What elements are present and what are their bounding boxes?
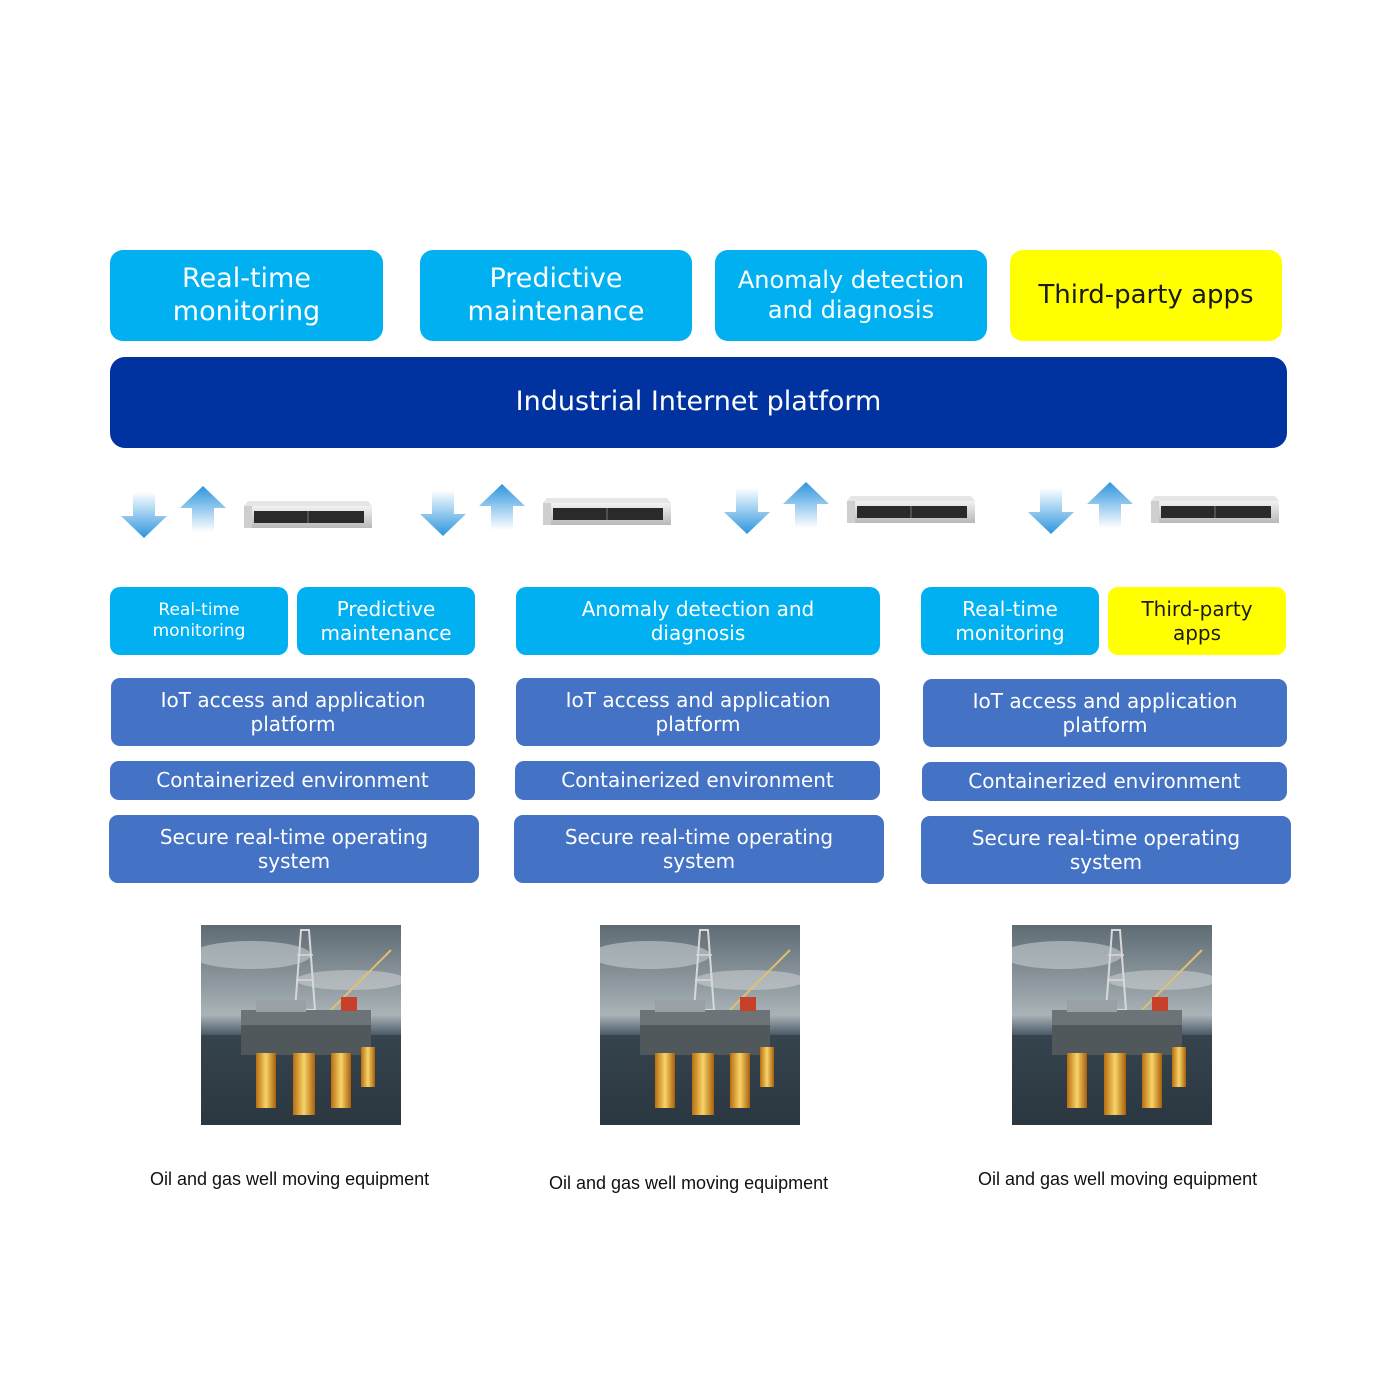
layer-label: Containerized environment (561, 768, 834, 793)
layer-label: Secure real-time operating system (971, 825, 1241, 874)
edge2-rtos-layer[interactable]: Secure real-time operating system (514, 815, 884, 883)
edge1-rtos-layer[interactable]: Secure real-time operating system (109, 815, 479, 883)
edge-app-label: Anomaly detection and diagnosis (581, 596, 815, 645)
platform-label: Industrial Internet platform (515, 386, 882, 418)
edge-app-label: Third-party apps (1141, 596, 1253, 645)
layer-label: Secure real-time operating system (564, 824, 834, 873)
industrial-internet-platform[interactable]: Industrial Internet platform (110, 357, 1287, 448)
down-arrow-icon (1028, 488, 1074, 534)
down-arrow-icon (420, 490, 466, 536)
down-arrow-icon (121, 492, 167, 538)
up-arrow-icon (1087, 482, 1133, 528)
equipment-caption: Oil and gas well moving equipment (150, 1169, 430, 1189)
edge1-iot-platform-layer[interactable]: IoT access and application platform (111, 678, 475, 746)
up-arrow-icon (479, 484, 525, 530)
up-arrow-icon (180, 486, 226, 532)
edge1-app-realtime-monitoring[interactable]: Real-time monitoring (110, 587, 288, 655)
offshore-rig-image (600, 925, 800, 1125)
top-app-realtime-monitoring[interactable]: Real-time monitoring (110, 250, 383, 341)
top-app-anomaly-detection[interactable]: Anomaly detection and diagnosis (715, 250, 987, 341)
rack-server-icon (1151, 496, 1279, 523)
top-app-predictive-maintenance[interactable]: Predictive maintenance (420, 250, 692, 341)
layer-label: Containerized environment (968, 769, 1241, 794)
equipment-caption: Oil and gas well moving equipment (549, 1173, 829, 1193)
edge2-iot-platform-layer[interactable]: IoT access and application platform (516, 678, 880, 746)
rack-server-icon (543, 498, 671, 525)
edge-app-label: Real-time monitoring (955, 596, 1065, 645)
layer-label: IoT access and application platform (972, 688, 1238, 737)
edge-app-label: Real-time monitoring (152, 600, 246, 641)
edge3-app-third-party[interactable]: Third-party apps (1108, 587, 1286, 655)
rack-server-icon (847, 496, 975, 523)
top-app-third-party[interactable]: Third-party apps (1010, 250, 1282, 341)
edge1-container-layer[interactable]: Containerized environment (110, 761, 475, 800)
top-app-label: Predictive maintenance (467, 262, 645, 327)
top-app-label: Anomaly detection and diagnosis (737, 266, 965, 324)
down-arrow-icon (724, 488, 770, 534)
edge2-container-layer[interactable]: Containerized environment (515, 761, 880, 800)
layer-label: IoT access and application platform (160, 687, 426, 736)
edge2-app-anomaly-detection[interactable]: Anomaly detection and diagnosis (516, 587, 880, 655)
offshore-rig-image (1012, 925, 1212, 1125)
rack-server-icon (244, 501, 372, 528)
offshore-rig-image (201, 925, 401, 1125)
up-arrow-icon (783, 482, 829, 528)
equipment-caption: Oil and gas well moving equipment (978, 1169, 1258, 1189)
top-app-label: Real-time monitoring (172, 262, 321, 327)
layer-label: Containerized environment (156, 768, 429, 793)
edge1-app-predictive-maintenance[interactable]: Predictive maintenance (297, 587, 475, 655)
edge-app-label: Predictive maintenance (320, 596, 452, 645)
edge3-rtos-layer[interactable]: Secure real-time operating system (921, 816, 1291, 884)
edge3-iot-platform-layer[interactable]: IoT access and application platform (923, 679, 1287, 747)
top-app-label: Third-party apps (1038, 279, 1254, 310)
layer-label: Secure real-time operating system (159, 824, 429, 873)
edge3-app-realtime-monitoring[interactable]: Real-time monitoring (921, 587, 1099, 655)
layer-label: IoT access and application platform (565, 687, 831, 736)
edge3-container-layer[interactable]: Containerized environment (922, 762, 1287, 801)
